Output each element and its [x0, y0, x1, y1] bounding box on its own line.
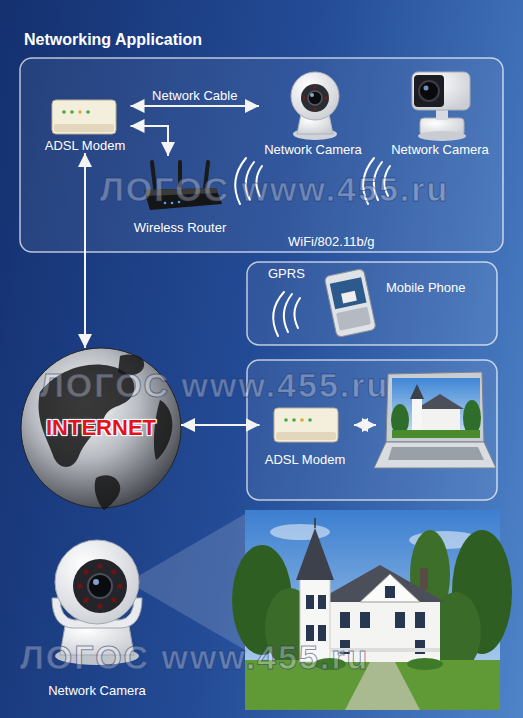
watermark: ЛОГОС www.455.ru — [100, 172, 449, 206]
device-label: Mobile Phone — [386, 280, 466, 295]
text-slot: WiFi/802.11b/g — [288, 234, 374, 249]
camera-node: Network Camera — [386, 64, 494, 157]
cable-connector — [131, 105, 260, 107]
text-slot: Networking Application — [24, 30, 202, 49]
watermark: ЛОГОС www.455.ru — [40, 368, 389, 402]
phone-icon — [324, 268, 376, 337]
house-photo — [232, 510, 512, 710]
cable-arrow — [354, 424, 376, 426]
internet-globe: INTERNET — [21, 348, 181, 508]
phone-node: Mobile Phone — [318, 272, 470, 295]
cable-label: Network Cable — [152, 88, 237, 103]
modem-node: ADSL Modem — [260, 400, 351, 467]
camera-beam — [128, 514, 245, 650]
text-slot: GPRS — [268, 266, 305, 281]
laptop-icon — [374, 372, 496, 468]
modem-node: ADSL Modem — [40, 92, 131, 153]
modem-icon — [52, 100, 116, 134]
device-label: ADSL Modem — [265, 452, 345, 467]
text-slot: ЛОГОС www.455.ru — [100, 172, 449, 206]
cable-connector — [84, 153, 86, 348]
internet-label: INTERNET — [46, 415, 156, 441]
protocol-label: WiFi/802.11b/g — [288, 234, 374, 249]
cable-connector — [181, 424, 260, 426]
device-label: Wireless Router — [134, 220, 226, 235]
text-slot: ЛОГОС www.455.ru — [20, 640, 369, 674]
cable-connector — [131, 126, 169, 156]
protocol-label: GPRS — [268, 266, 305, 281]
router-node: Wireless Router — [129, 156, 232, 235]
watermark: ЛОГОС www.455.ru — [20, 640, 369, 674]
modem-icon — [274, 408, 338, 442]
panels — [20, 58, 503, 500]
device-label: Network Camera — [264, 142, 362, 157]
camera-icon — [291, 72, 339, 140]
camera-icon — [412, 72, 470, 141]
diagram-title: Networking Application — [24, 30, 202, 49]
camera-node: Network Camera — [259, 70, 367, 157]
device-label: Network Camera — [391, 142, 489, 157]
device-label: Network Camera — [48, 683, 146, 698]
camera-node: Network Camera — [43, 530, 151, 698]
device-label: ADSL Modem — [45, 138, 125, 153]
text-slot: Network Cable — [152, 88, 237, 103]
text-slot: ЛОГОС www.455.ru — [40, 368, 389, 402]
